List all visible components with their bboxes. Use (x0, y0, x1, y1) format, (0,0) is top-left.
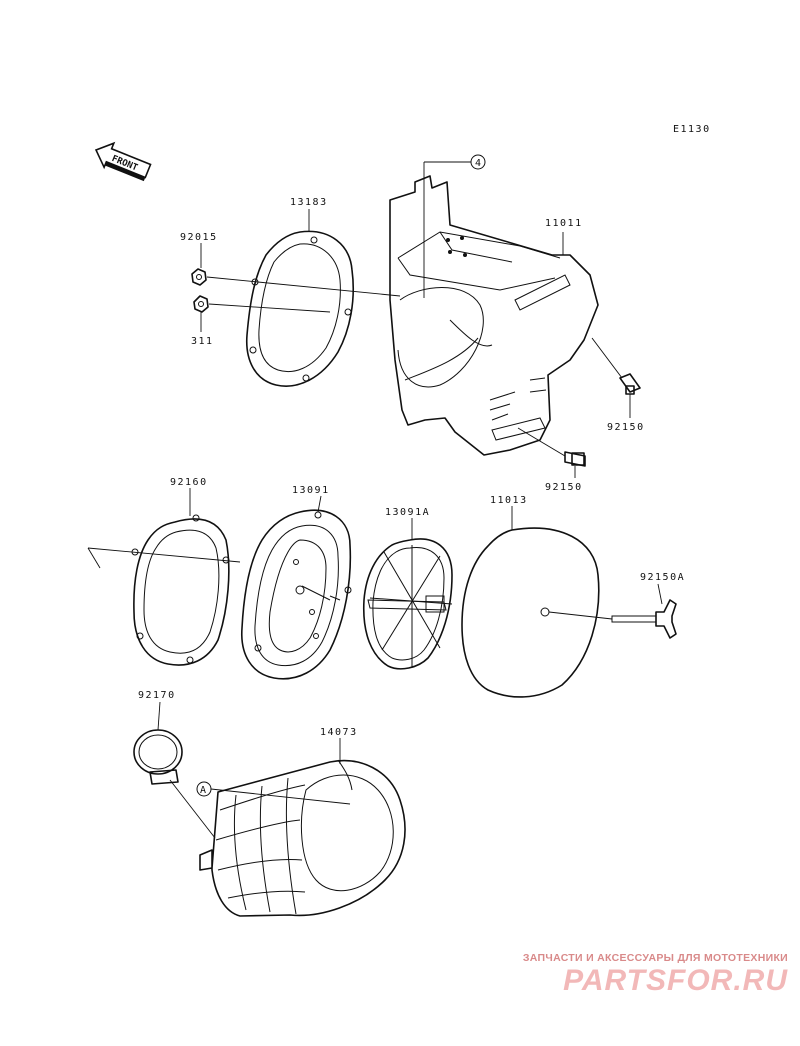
svg-text:4: 4 (475, 158, 483, 169)
callout-4: 4 (423, 154, 486, 298)
bolt-92150-upper (591, 337, 641, 418)
callout-a: A (200, 785, 208, 796)
gasket-92160 (87, 488, 241, 666)
label-13091: 13091 (292, 485, 330, 496)
gasket-13183 (245, 209, 355, 387)
drawing-code: E1130 (673, 124, 711, 135)
element-11013 (461, 506, 613, 698)
label-92150-lower: 92150 (545, 482, 583, 493)
label-11011: 11011 (545, 218, 583, 229)
label-92015: 92015 (180, 232, 218, 243)
watermark-logo[interactable]: PARTSFOR.RU (563, 964, 788, 997)
label-92150-upper: 92150 (607, 422, 645, 433)
front-arrow-icon: FRONT (94, 141, 152, 182)
wing-bolt-92150a (611, 583, 677, 639)
watermark-caption: ЗАПЧАСТИ И АКСЕССУАРЫ ДЛЯ МОТОТЕХНИКИ (522, 952, 788, 964)
label-13091a: 13091A (385, 507, 430, 518)
label-92170: 92170 (138, 690, 176, 701)
air-cleaner-housing (389, 175, 599, 456)
label-92160: 92160 (170, 477, 208, 488)
holder-13091 (241, 495, 352, 680)
bolt-92150-lower (517, 427, 586, 478)
label-14073: 14073 (320, 727, 358, 738)
washer-311 (193, 295, 331, 332)
label-311: 311 (191, 336, 214, 347)
frame-13091a (362, 518, 453, 670)
label-92150a: 92150A (640, 572, 685, 583)
clamp-92170 (133, 701, 216, 839)
label-11013: 11013 (490, 495, 528, 506)
duct-14073: A (196, 738, 406, 917)
label-13183: 13183 (290, 197, 328, 208)
nut-92015 (191, 243, 401, 297)
